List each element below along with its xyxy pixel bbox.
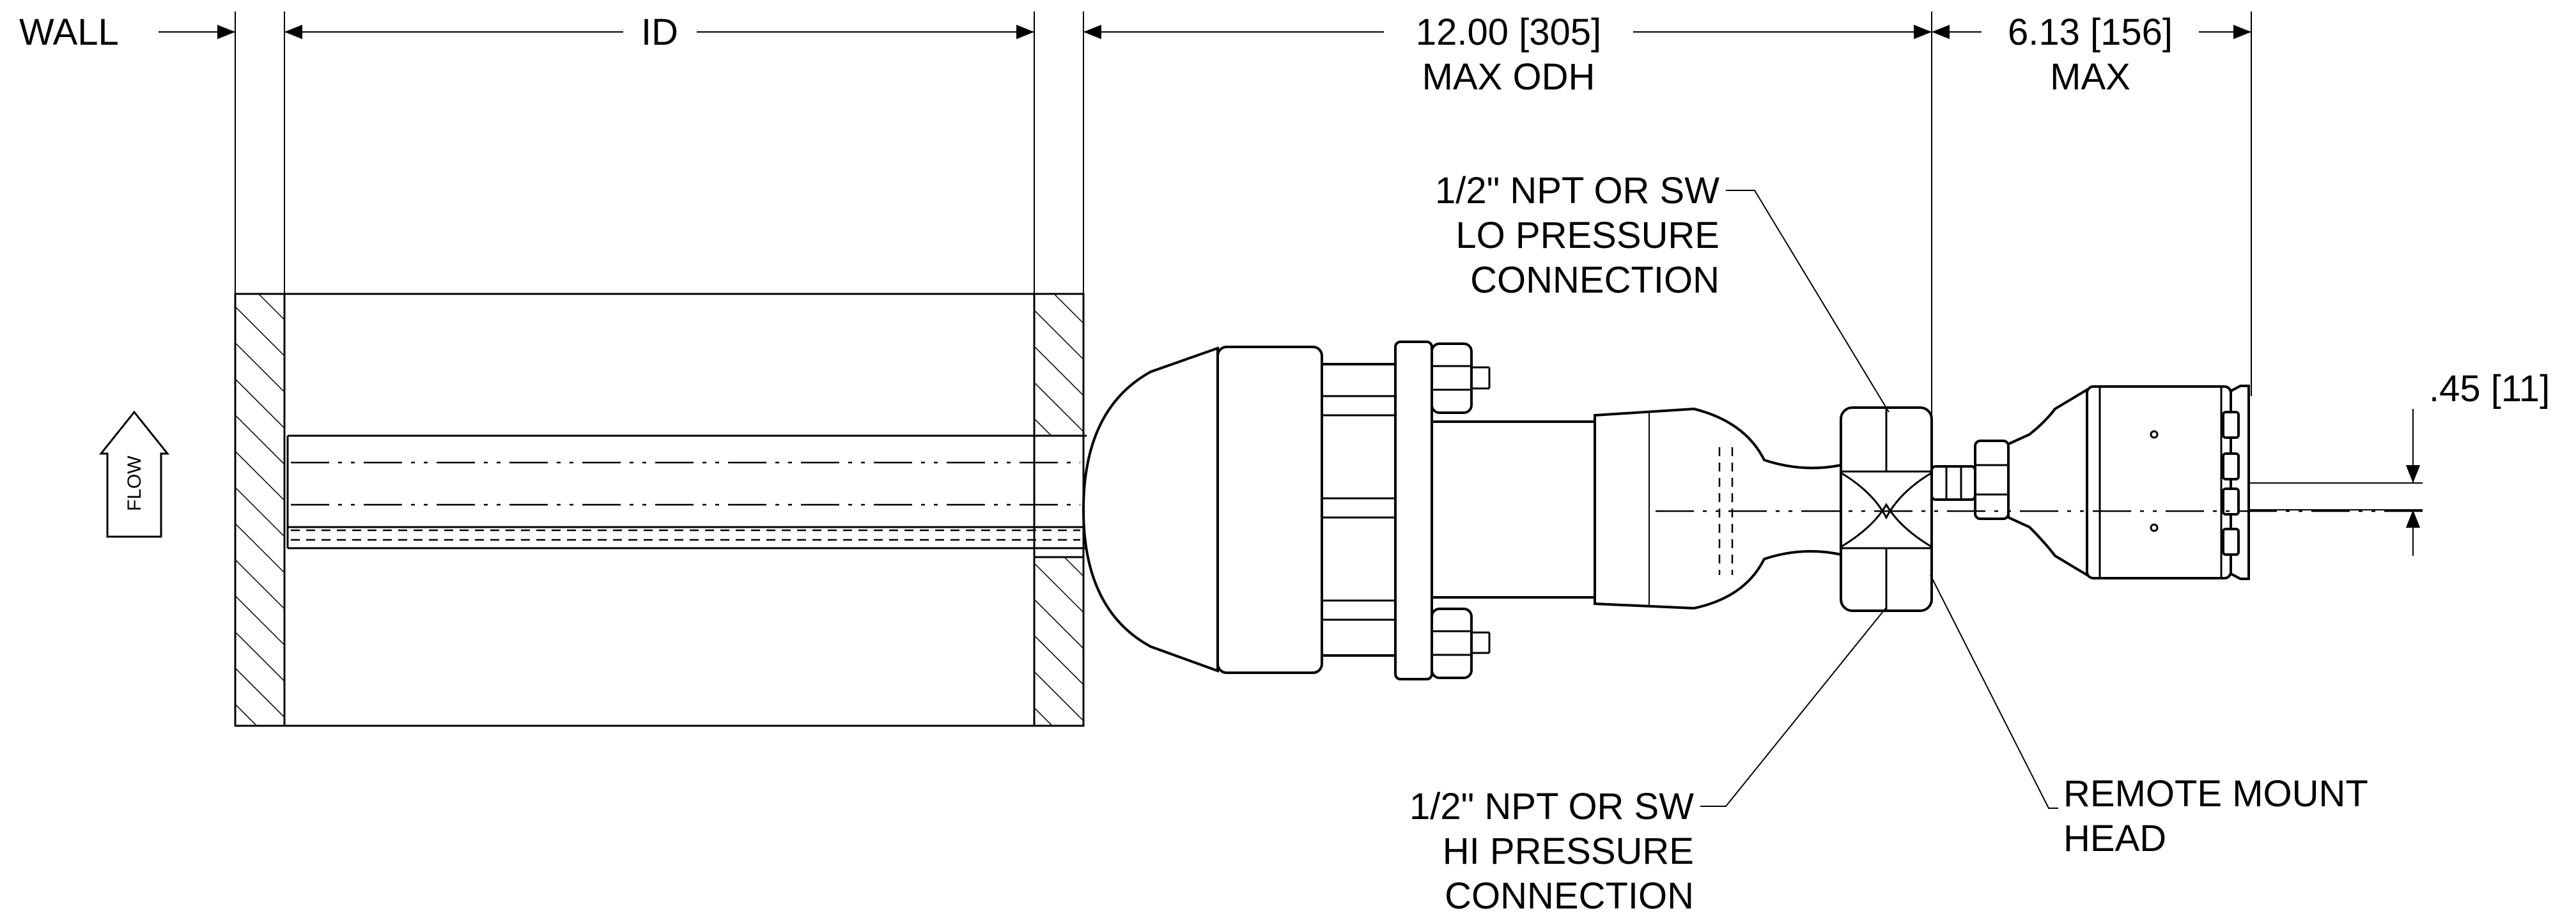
- flow-arrow: FLOW: [98, 410, 170, 538]
- id-dimension-label: ID: [641, 12, 678, 53]
- odh-dimension-value: 12.00 [305]: [1416, 12, 1601, 53]
- mounting-assembly: [1082, 341, 2423, 680]
- remote-head-callout: REMOTE MOUNT HEAD: [2063, 773, 2368, 859]
- head-dimension-value: 6.13 [156]: [2008, 12, 2173, 53]
- remote-callout-line-2: HEAD: [2063, 818, 2166, 859]
- callout-leaders: [1700, 190, 2058, 809]
- dimension-labels: WALL ID 12.00 [305] MAX ODH 6.13 [156] M…: [19, 12, 2550, 410]
- remote-callout-line-1: REMOTE MOUNT: [2063, 773, 2368, 815]
- pipe-section: [234, 293, 1087, 727]
- flow-label: FLOW: [124, 456, 145, 511]
- odh-dimension-label: MAX ODH: [1422, 56, 1595, 98]
- dimension-lines: [159, 12, 2423, 556]
- lo-callout-line-3: CONNECTION: [1470, 259, 1719, 301]
- lo-pressure-callout: 1/2" NPT OR SW LO PRESSURE CONNECTION: [1435, 170, 1719, 301]
- lo-callout-line-2: LO PRESSURE: [1455, 215, 1719, 256]
- hi-pressure-callout: 1/2" NPT OR SW HI PRESSURE CONNECTION: [1409, 786, 1694, 917]
- wall-dimension-label: WALL: [19, 12, 119, 53]
- hi-callout-line-1: 1/2" NPT OR SW: [1409, 786, 1694, 827]
- hi-callout-line-3: CONNECTION: [1445, 875, 1694, 917]
- hi-callout-line-2: HI PRESSURE: [1443, 831, 1694, 872]
- lo-callout-line-1: 1/2" NPT OR SW: [1435, 170, 1719, 211]
- head-dimension-label: MAX: [2050, 56, 2130, 98]
- offset-dimension-value: .45 [11]: [2429, 368, 2550, 410]
